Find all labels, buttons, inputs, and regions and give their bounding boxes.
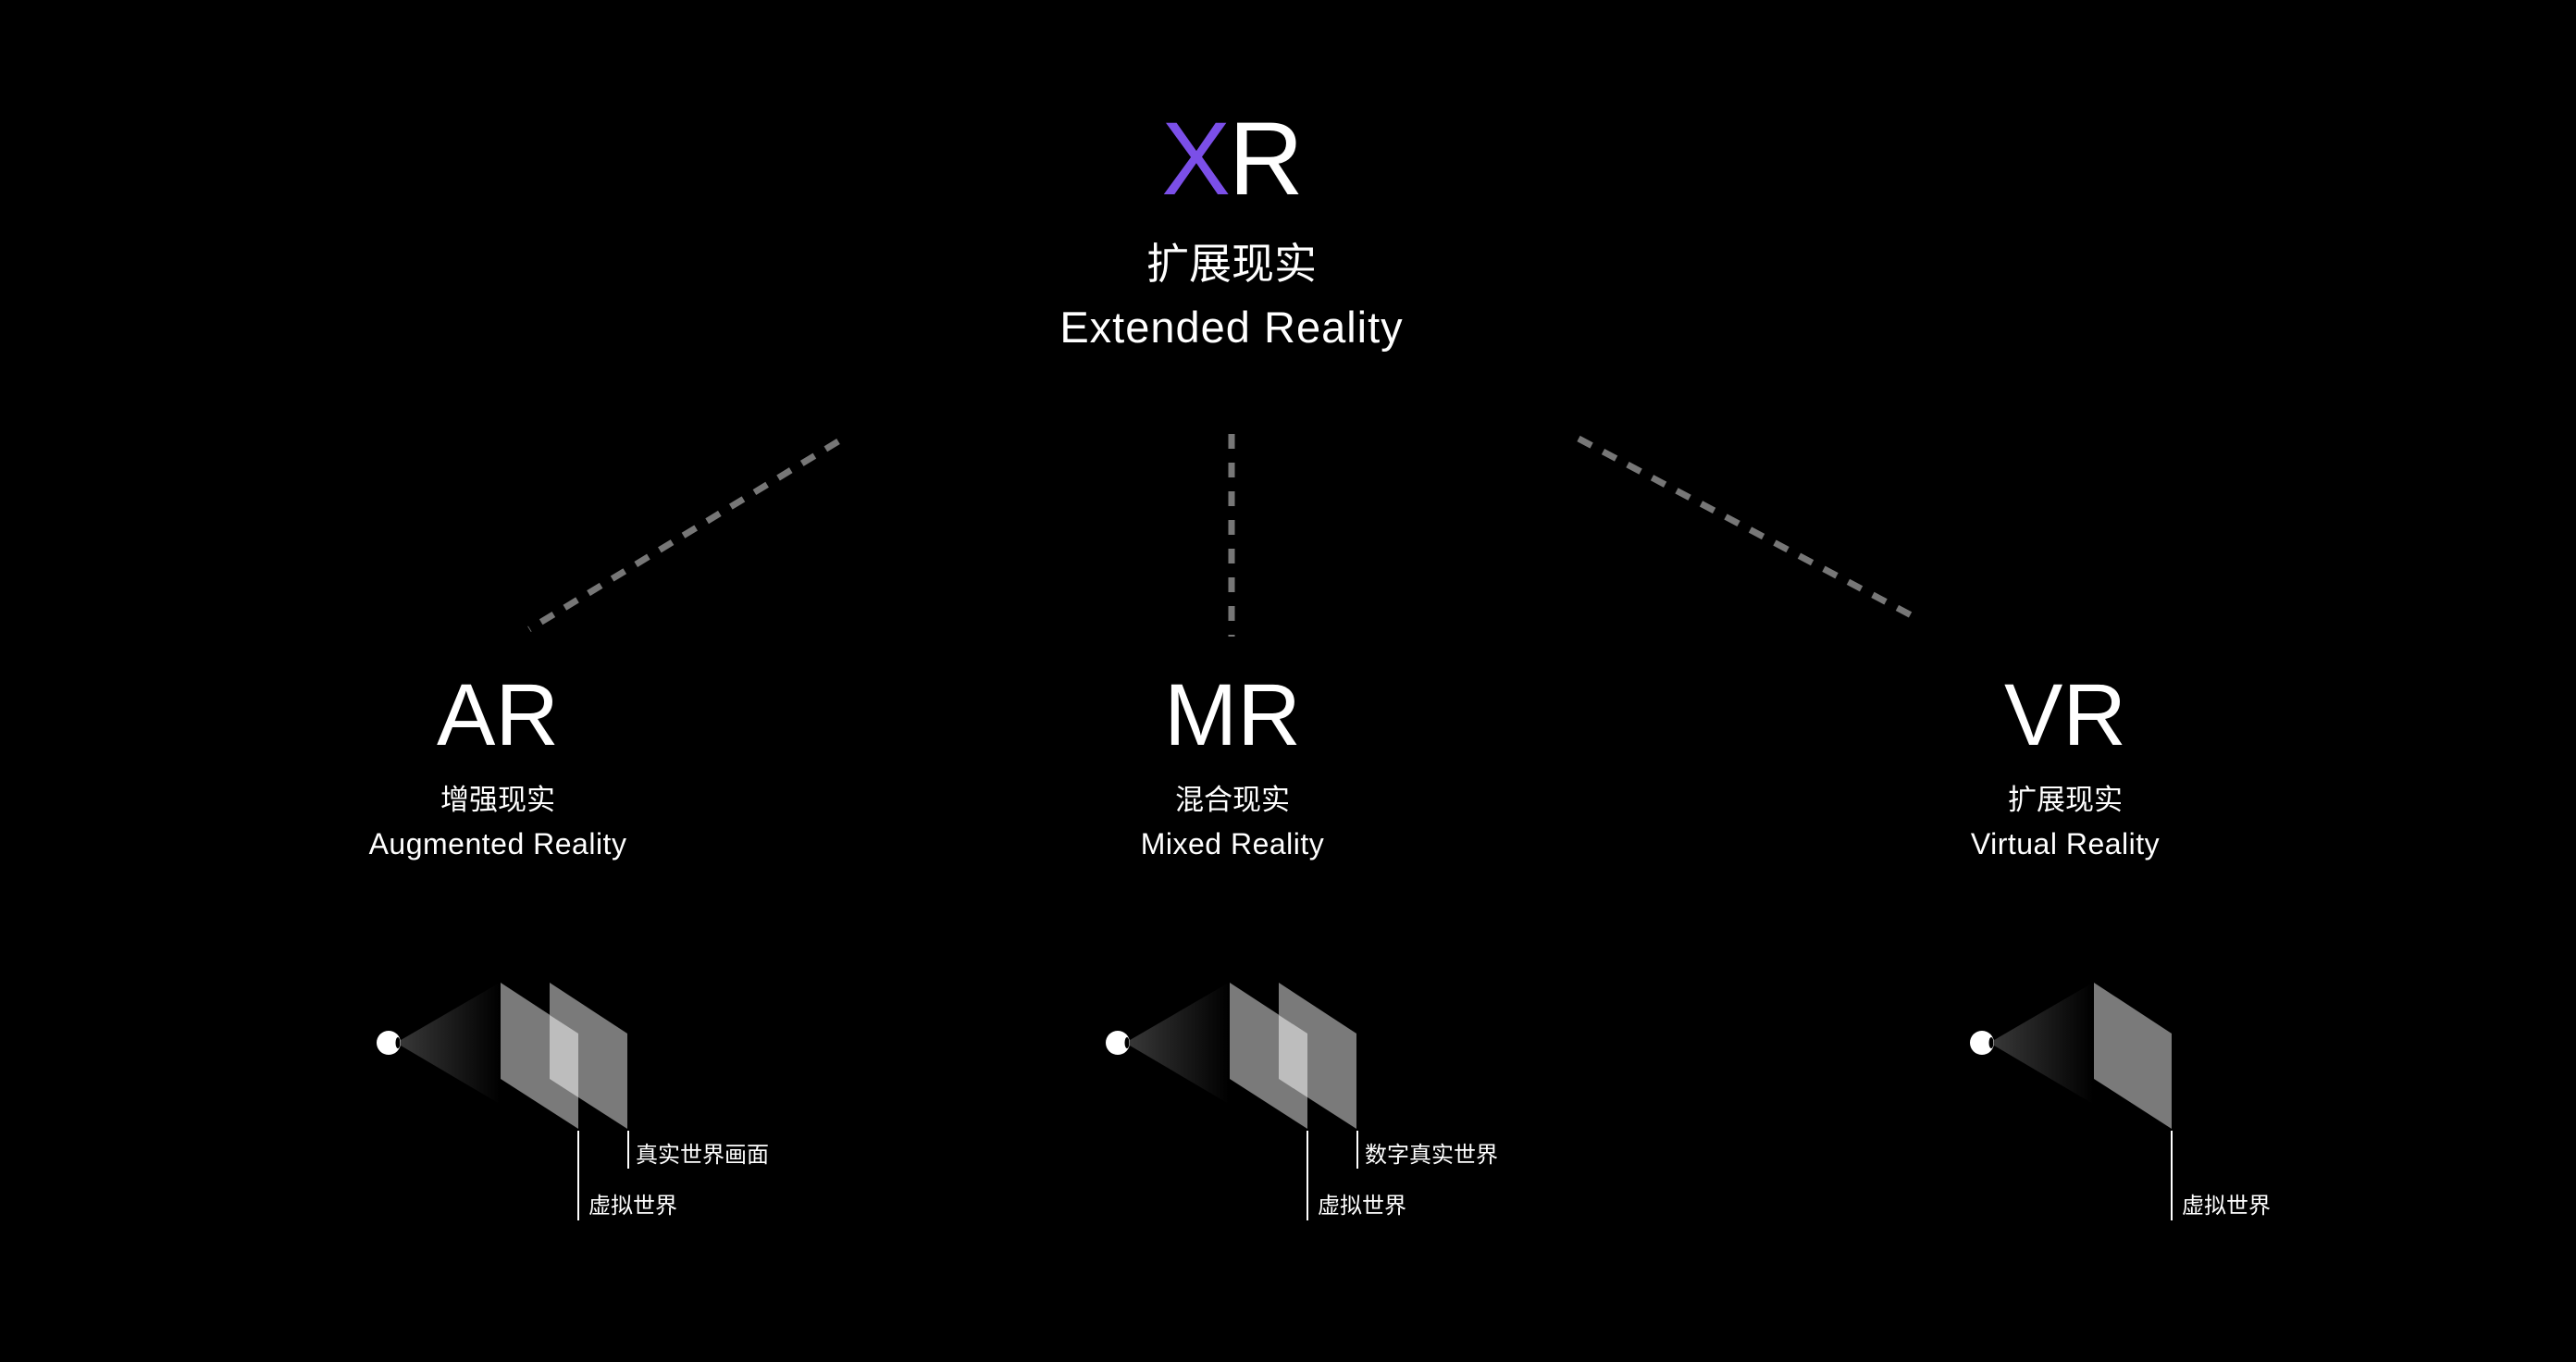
- mr-abbr: MR: [1164, 666, 1301, 764]
- ar-abbr: AR: [437, 666, 559, 764]
- plane-virtual-world: [1230, 983, 1307, 1129]
- xr-title: XR: [1161, 107, 1304, 211]
- plane-digital-real-world: [1279, 983, 1356, 1129]
- eye-icon: [377, 1031, 401, 1055]
- connector-vr: [1577, 435, 1922, 624]
- plane-overlap: [1279, 1015, 1307, 1097]
- plane-virtual-world: [501, 983, 578, 1129]
- eye-icon: [1970, 1031, 1994, 1055]
- xr-title-r: R: [1228, 101, 1304, 217]
- ar-title-en: Augmented Reality: [368, 827, 627, 861]
- ar-title-zh: 增强现实: [440, 784, 555, 817]
- view-cone: [1125, 983, 1229, 1104]
- mr-diagram: [1106, 983, 1358, 1220]
- vr-abbr: VR: [2004, 666, 2126, 764]
- vr-diagram: [1970, 983, 2173, 1220]
- vr-title-zh: 扩展现实: [2008, 784, 2123, 817]
- ar-label-virtual-world: 虚拟世界: [588, 1193, 677, 1219]
- mr-title-en: Mixed Reality: [1140, 827, 1325, 861]
- view-cone: [1989, 983, 2093, 1104]
- xr-title-en: Extended Reality: [1059, 303, 1404, 352]
- xr-title-zh: 扩展现实: [1146, 239, 1317, 289]
- view-cone: [396, 983, 500, 1104]
- plane-virtual-world: [2094, 983, 2172, 1129]
- plane-overlap: [550, 1015, 578, 1097]
- mr-label-digital-real-world: 数字真实世界: [1365, 1142, 1498, 1168]
- plane-real-world: [550, 983, 627, 1129]
- xr-title-x: X: [1161, 101, 1231, 217]
- ar-label-real-world: 真实世界画面: [636, 1142, 769, 1168]
- ar-diagram: [377, 983, 629, 1220]
- vr-title-en: Virtual Reality: [1970, 827, 2161, 861]
- eye-icon: [1106, 1031, 1130, 1055]
- vr-label-virtual-world: 虚拟世界: [2182, 1193, 2271, 1219]
- connector-ar: [527, 439, 840, 632]
- mr-title-zh: 混合现实: [1175, 784, 1290, 817]
- mr-label-virtual-world: 虚拟世界: [1318, 1193, 1406, 1219]
